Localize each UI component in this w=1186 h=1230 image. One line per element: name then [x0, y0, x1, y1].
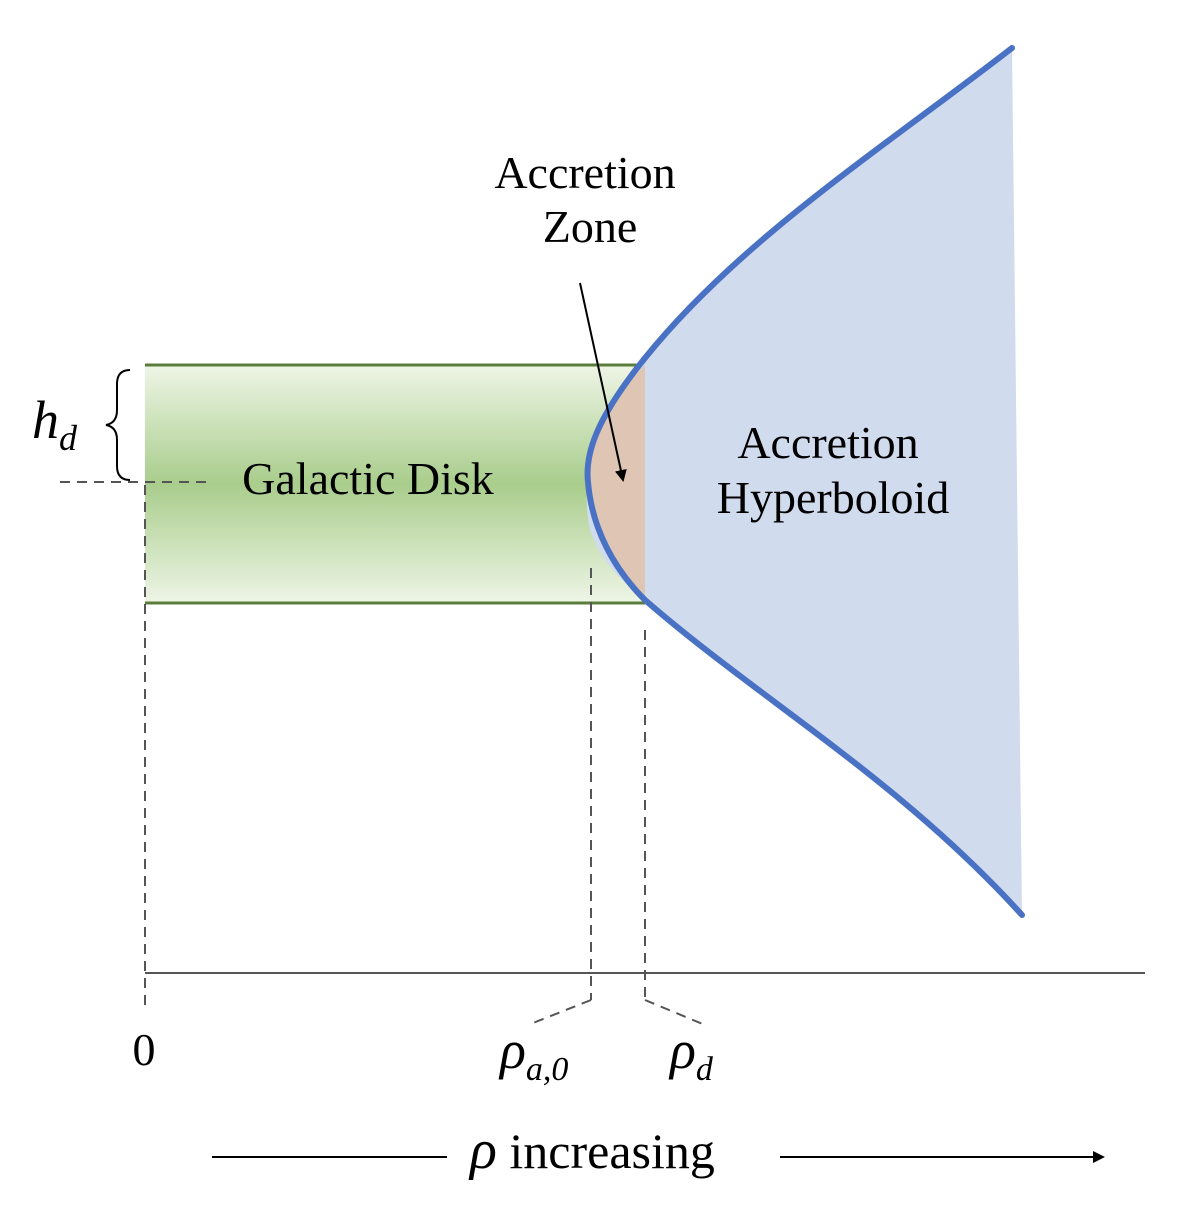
galactic-disk [145, 363, 645, 605]
accretion-zone-arrow [579, 282, 627, 482]
rho-d-tick-label: ρd [668, 1020, 714, 1088]
accretion-hyperboloid-edge [584, 45, 1025, 918]
accretion-hyperboloid-fill [586, 48, 1022, 915]
accretion-zone-label-line2: Zone [543, 201, 638, 252]
hyperboloid-label-line1: Accretion [737, 417, 918, 468]
hyperboloid-label-line2: Hyperboloid [717, 472, 950, 523]
disk-height-label: hd [32, 390, 78, 458]
accretion-zone-label-line1: Accretion [494, 147, 675, 198]
dashed-guides [60, 481, 706, 1026]
galactic-disk-label: Galactic Disk [242, 453, 494, 504]
rho-increasing-label: ρ increasing [468, 1119, 715, 1181]
rho-a0-tick-label: ρa,0 [498, 1020, 568, 1088]
accretion-zone-fill [587, 365, 645, 600]
height-brace [105, 369, 131, 481]
origin-tick-label: 0 [133, 1024, 156, 1075]
